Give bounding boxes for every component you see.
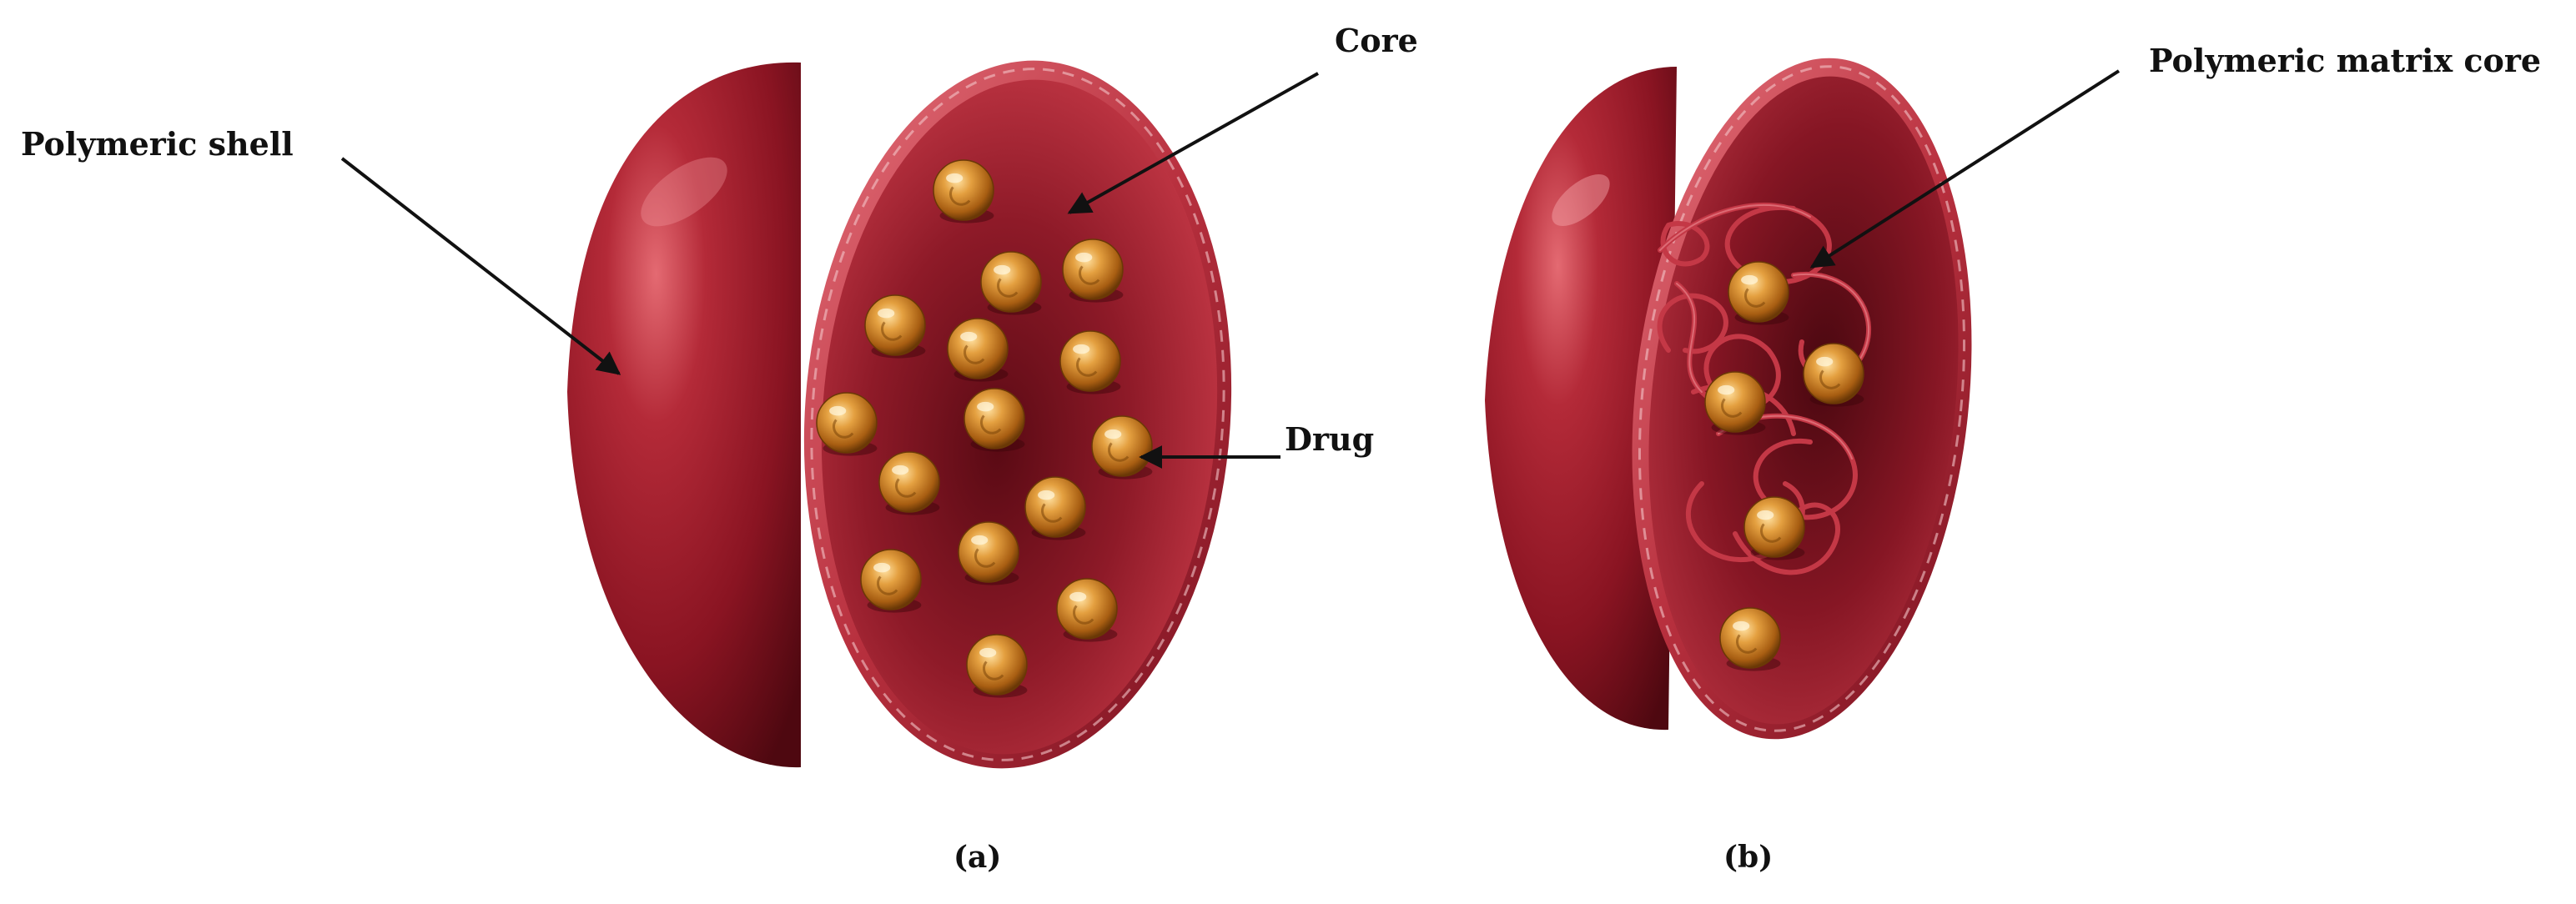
drug-particle <box>878 451 940 515</box>
arrow-polymeric-shell <box>340 157 621 375</box>
label-panel-b: (b) <box>1723 840 1773 875</box>
drug-particle <box>1704 371 1766 435</box>
drug-particle <box>1024 476 1086 540</box>
drug-particle <box>963 388 1025 452</box>
drug-particles-a <box>816 159 1153 698</box>
drug-particle <box>1719 607 1781 671</box>
label-polymeric-matrix-core: Polymeric matrix core <box>2149 42 2541 79</box>
drug-particle <box>980 251 1042 315</box>
drug-particle <box>860 549 922 613</box>
drug-particle <box>966 634 1028 698</box>
arrow-core <box>1067 72 1319 214</box>
drug-particle <box>1091 415 1153 480</box>
rim-line-b <box>1638 65 1966 732</box>
label-core: Core <box>1335 22 1418 59</box>
label-panel-a: (a) <box>953 840 1001 875</box>
drug-particles-b <box>1704 261 1864 671</box>
drug-particle <box>1062 239 1124 303</box>
drug-particle <box>1728 261 1789 325</box>
drug-particle <box>1059 330 1121 394</box>
drug-particle <box>958 521 1019 585</box>
drug-particle <box>1743 496 1805 560</box>
rim-line-a <box>810 68 1225 761</box>
drug-particle <box>816 392 878 456</box>
capsule-b <box>1485 58 1972 740</box>
label-polymeric-shell: Polymeric shell <box>21 125 294 163</box>
label-drug: Drug <box>1285 420 1374 458</box>
arrow-polymeric-matrix-core <box>1809 69 2121 269</box>
drug-particle <box>864 294 926 359</box>
shell-body-b <box>1485 67 1677 731</box>
drug-particle <box>1056 578 1118 642</box>
drug-particle <box>1803 343 1864 407</box>
shell-highlight-a <box>641 157 727 227</box>
shell-highlight-b <box>1552 173 1610 227</box>
capsule-a <box>567 60 1232 769</box>
drug-particle <box>947 318 1009 382</box>
shell-body-a <box>567 62 801 768</box>
drug-particle <box>933 159 994 223</box>
